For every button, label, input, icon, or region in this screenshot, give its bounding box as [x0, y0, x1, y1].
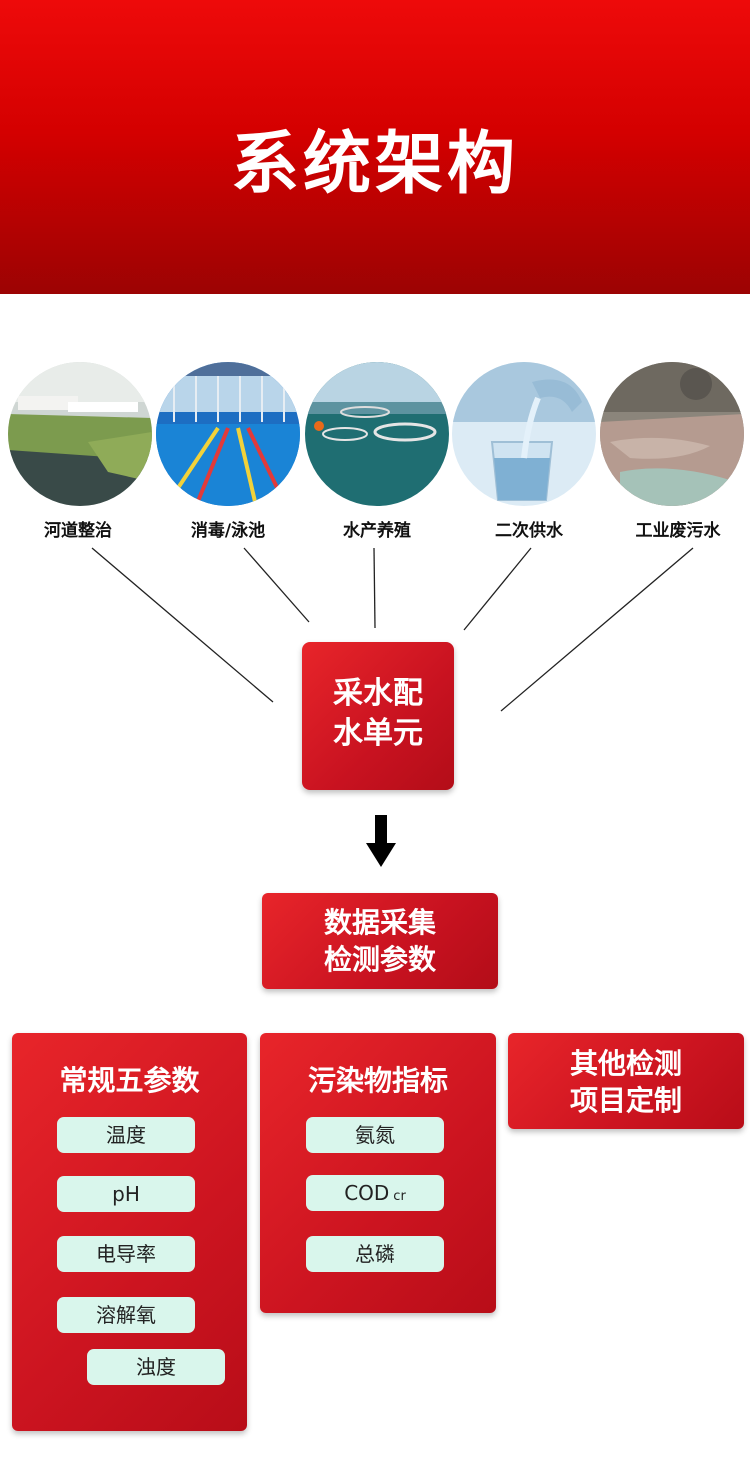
- conventional-params-title: 常规五参数: [59, 1064, 200, 1097]
- sampling-unit-line1: 采水配: [333, 676, 423, 711]
- scenario-label-aquaculture: 水产养殖: [343, 521, 411, 541]
- industrial-wastewater-scene-image: [600, 362, 744, 506]
- param-temperature: 温度: [57, 1117, 195, 1153]
- scenario-label-river: 河道整治: [44, 521, 112, 541]
- custom-items-panel: 其他检测 项目定制: [508, 1033, 744, 1129]
- param-total-phosphorus: 总磷: [306, 1236, 444, 1272]
- sampling-unit-line2: 水单元: [333, 716, 423, 751]
- param-ph: pH: [57, 1176, 195, 1212]
- connector-lines: [91, 547, 694, 712]
- custom-items-line2: 项目定制: [569, 1084, 682, 1117]
- pollutant-indicators-title: 污染物指标: [307, 1064, 448, 1097]
- cod-subscript: cr: [393, 1189, 406, 1204]
- conventional-params-panel: 常规五参数 温度 pH 电导率 溶解氧 浊度: [12, 1033, 247, 1431]
- scenario-label-pool: 消毒/泳池: [190, 521, 266, 541]
- custom-items-title: 其他检测 项目定制: [508, 1045, 744, 1119]
- data-collection-line2: 检测参数: [323, 943, 436, 976]
- param-ammonia-nitrogen: 氨氮: [306, 1117, 444, 1153]
- scenario-label-industrial: 工业废污水: [635, 521, 721, 541]
- data-collection-line1: 数据采集: [323, 906, 436, 939]
- param-dissolved-oxygen: 溶解氧: [57, 1297, 195, 1333]
- page-title: 系统架构: [230, 125, 519, 204]
- cod-label: COD: [344, 1181, 390, 1205]
- down-arrow-icon: [366, 815, 396, 867]
- sampling-unit-box: 采水配 水单元: [302, 642, 454, 790]
- header-banner: 系统架构: [0, 0, 750, 294]
- custom-items-line1: 其他检测: [569, 1047, 682, 1080]
- param-conductivity: 电导率: [57, 1236, 195, 1272]
- param-turbidity: 浊度: [87, 1349, 225, 1385]
- data-collection-box: 数据采集 检测参数: [262, 893, 498, 989]
- scenario-label-secondary-water: 二次供水: [495, 521, 563, 541]
